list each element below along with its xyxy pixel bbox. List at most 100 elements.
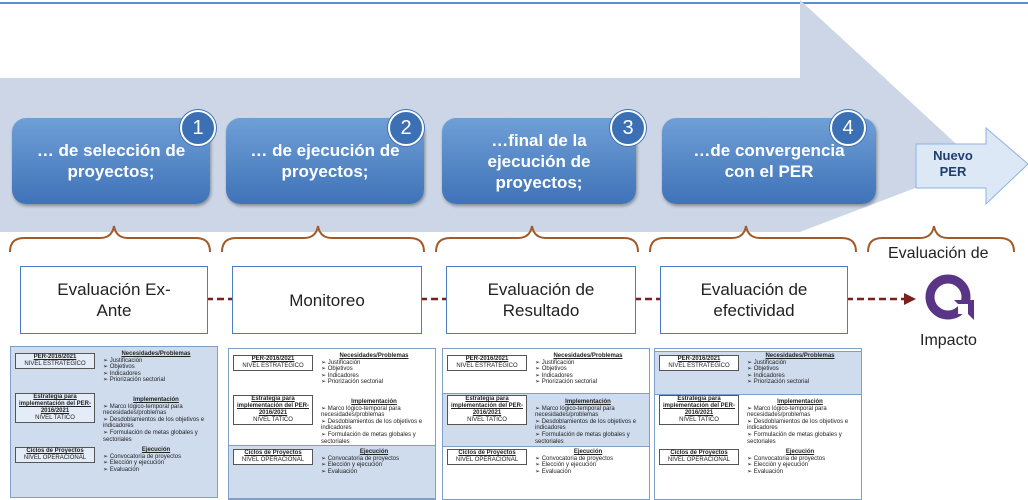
- group-item: ➢ Justificación: [103, 357, 143, 364]
- level-detail-group: Implementación➢ Marco lógico-temporal pa…: [531, 399, 645, 445]
- group-item: ➢ Elección y ejecución: [747, 462, 809, 469]
- stage-label: …de convergencia con el PER: [693, 141, 845, 181]
- group-item: ➢ Priorización sectorial: [103, 377, 166, 384]
- group-title: Implementación: [565, 399, 611, 405]
- group-item: ➢ Elección y ejecución: [103, 460, 165, 467]
- level-subtitle: NIVEL TATICO: [679, 417, 719, 423]
- group-item: ➢ Formulación de metas globales y sector…: [103, 429, 198, 443]
- group-item: ➢ Indicadores: [747, 372, 785, 379]
- group-item: ➢ Formulación de metas globales y sector…: [747, 431, 842, 445]
- group-item: ➢ Convocatoria de proyectos: [535, 455, 614, 462]
- level-detail-group: Ejecución➢ Convocatoria de proyectos➢ El…: [743, 449, 857, 475]
- group-title: Necesidades/Problemas: [765, 353, 835, 359]
- stage-number-badge: 4: [830, 110, 866, 146]
- level-subtitle: NIVEL ESTRATEGICO: [242, 363, 304, 369]
- group-title: Ejecución: [573, 449, 603, 455]
- level-title: Ciclos de Proyectos: [670, 450, 728, 456]
- group-item: ➢ Marco lógico-temporal para necesidades…: [747, 405, 827, 419]
- level-box: Estrategia para implementación del PER-2…: [15, 393, 95, 423]
- group-item: ➢ Evaluación: [321, 468, 358, 475]
- level-title: PER-2016/2021: [251, 356, 295, 362]
- stage-number-badge: 1: [180, 110, 216, 146]
- level-title: Estrategia para implementación del PER-2…: [662, 396, 735, 416]
- eval-box-resultado: Evaluación de Resultado: [446, 266, 636, 334]
- level-title: PER-2016/2021: [677, 356, 721, 362]
- group-item: ➢ Justificación: [535, 359, 575, 366]
- group-item: ➢ Desdoblamientos de los objetivos e ind…: [103, 416, 205, 430]
- refresh-icon: [925, 274, 974, 320]
- eval-box-ex-ante: Evaluación Ex-Ante: [20, 266, 208, 334]
- group-item: ➢ Marco lógico-temporal para necesidades…: [535, 405, 615, 419]
- group-item: ➢ Indicadores: [321, 372, 359, 379]
- eval-box-monitoreo: Monitoreo: [232, 266, 422, 334]
- level-detail-group: Ejecución➢ Convocatoria de proyectos➢ El…: [99, 447, 213, 473]
- top-rule: [0, 2, 1028, 4]
- level-subtitle: NIVEL ESTRATEGICO: [24, 361, 86, 367]
- level-subtitle: NIVEL ESTRATEGICO: [456, 363, 518, 369]
- eval-box-efectividad: Evaluación de efectividad: [660, 266, 848, 334]
- group-title: Necesidades/Problemas: [121, 351, 191, 357]
- level-subtitle: NIVEL TATICO: [253, 417, 293, 423]
- group-item: ➢ Justificación: [321, 359, 361, 366]
- group-item: ➢ Convocatoria de proyectos: [747, 455, 826, 462]
- group-item: ➢ Desdoblamientos de los objetivos e ind…: [321, 418, 423, 432]
- stage-box-1: … de selección de proyectos;: [12, 118, 210, 204]
- group-item: ➢ Objetivos: [103, 364, 135, 371]
- stage-label: …final de la ejecución de proyectos;: [487, 130, 591, 192]
- level-detail-group: Necesidades/Problemas➢ Justificación➢ Ob…: [99, 351, 213, 384]
- stage-label: … de ejecución de proyectos;: [250, 141, 400, 181]
- stage-number-badge: 3: [610, 110, 646, 146]
- group-item: ➢ Evaluación: [103, 466, 140, 473]
- level-detail-group: Implementación➢ Marco lógico-temporal pa…: [99, 397, 213, 443]
- level-subtitle: NIVEL ESTRATEGICO: [668, 363, 730, 369]
- group-item: ➢ Evaluación: [747, 468, 784, 475]
- brace-4: [649, 225, 857, 253]
- nuevo-per-label: Nuevo PER: [933, 148, 973, 179]
- brace-2: [221, 225, 425, 253]
- level-title: Ciclos de Proyectos: [26, 448, 84, 454]
- impact-label-bottom: Impacto: [920, 332, 977, 349]
- eval-label: Evaluación de efectividad: [700, 280, 808, 320]
- level-subtitle: NIVEL TATICO: [467, 417, 507, 423]
- group-item: ➢ Objetivos: [321, 366, 353, 373]
- group-item: ➢ Desdoblamientos de los objetivos e ind…: [747, 418, 849, 432]
- level-title: Ciclos de Proyectos: [244, 450, 302, 456]
- level-subtitle: NIVEL TATICO: [35, 415, 75, 421]
- group-item: ➢ Evaluación: [535, 468, 572, 475]
- group-item: ➢ Indicadores: [103, 370, 141, 377]
- group-title: Necesidades/Problemas: [553, 353, 623, 359]
- level-detail-group: Implementación➢ Marco lógico-temporal pa…: [743, 399, 857, 445]
- brace-5: [867, 225, 1015, 253]
- nuevo-per-arrow: [915, 126, 1028, 206]
- stage-number-badge: 2: [388, 110, 424, 146]
- group-item: ➢ Marco lógico-temporal para necesidades…: [321, 405, 401, 419]
- group-item: ➢ Convocatoria de proyectos: [103, 453, 182, 460]
- level-box: Estrategia para implementación del PER-2…: [659, 395, 739, 425]
- brace-1: [9, 225, 211, 253]
- level-subtitle: NIVEL OPERACIONAL: [667, 457, 731, 463]
- level-detail-group: Necesidades/Problemas➢ Justificación➢ Ob…: [531, 353, 645, 386]
- group-title: Implementación: [777, 399, 823, 405]
- stage-box-3: …final de la ejecución de proyectos;: [442, 118, 636, 204]
- group-title: Implementación: [351, 399, 397, 405]
- impact-label-top: Evaluación de: [888, 245, 989, 262]
- level-detail-group: Ejecución➢ Convocatoria de proyectos➢ El…: [531, 449, 645, 475]
- level-detail-group: Necesidades/Problemas➢ Justificación➢ Ob…: [743, 353, 857, 386]
- group-item: ➢ Marco lógico-temporal para necesidades…: [103, 403, 183, 417]
- group-item: ➢ Elección y ejecución: [321, 462, 383, 469]
- group-title: Implementación: [133, 397, 179, 403]
- level-detail-group: Ejecución➢ Convocatoria de proyectos➢ El…: [317, 449, 431, 475]
- eval-label: Monitoreo: [289, 290, 365, 310]
- group-item: ➢ Desdoblamientos de los objetivos e ind…: [535, 418, 637, 432]
- connector-arrowhead: [904, 293, 916, 305]
- level-detail-group: Implementación➢ Marco lógico-temporal pa…: [317, 399, 431, 445]
